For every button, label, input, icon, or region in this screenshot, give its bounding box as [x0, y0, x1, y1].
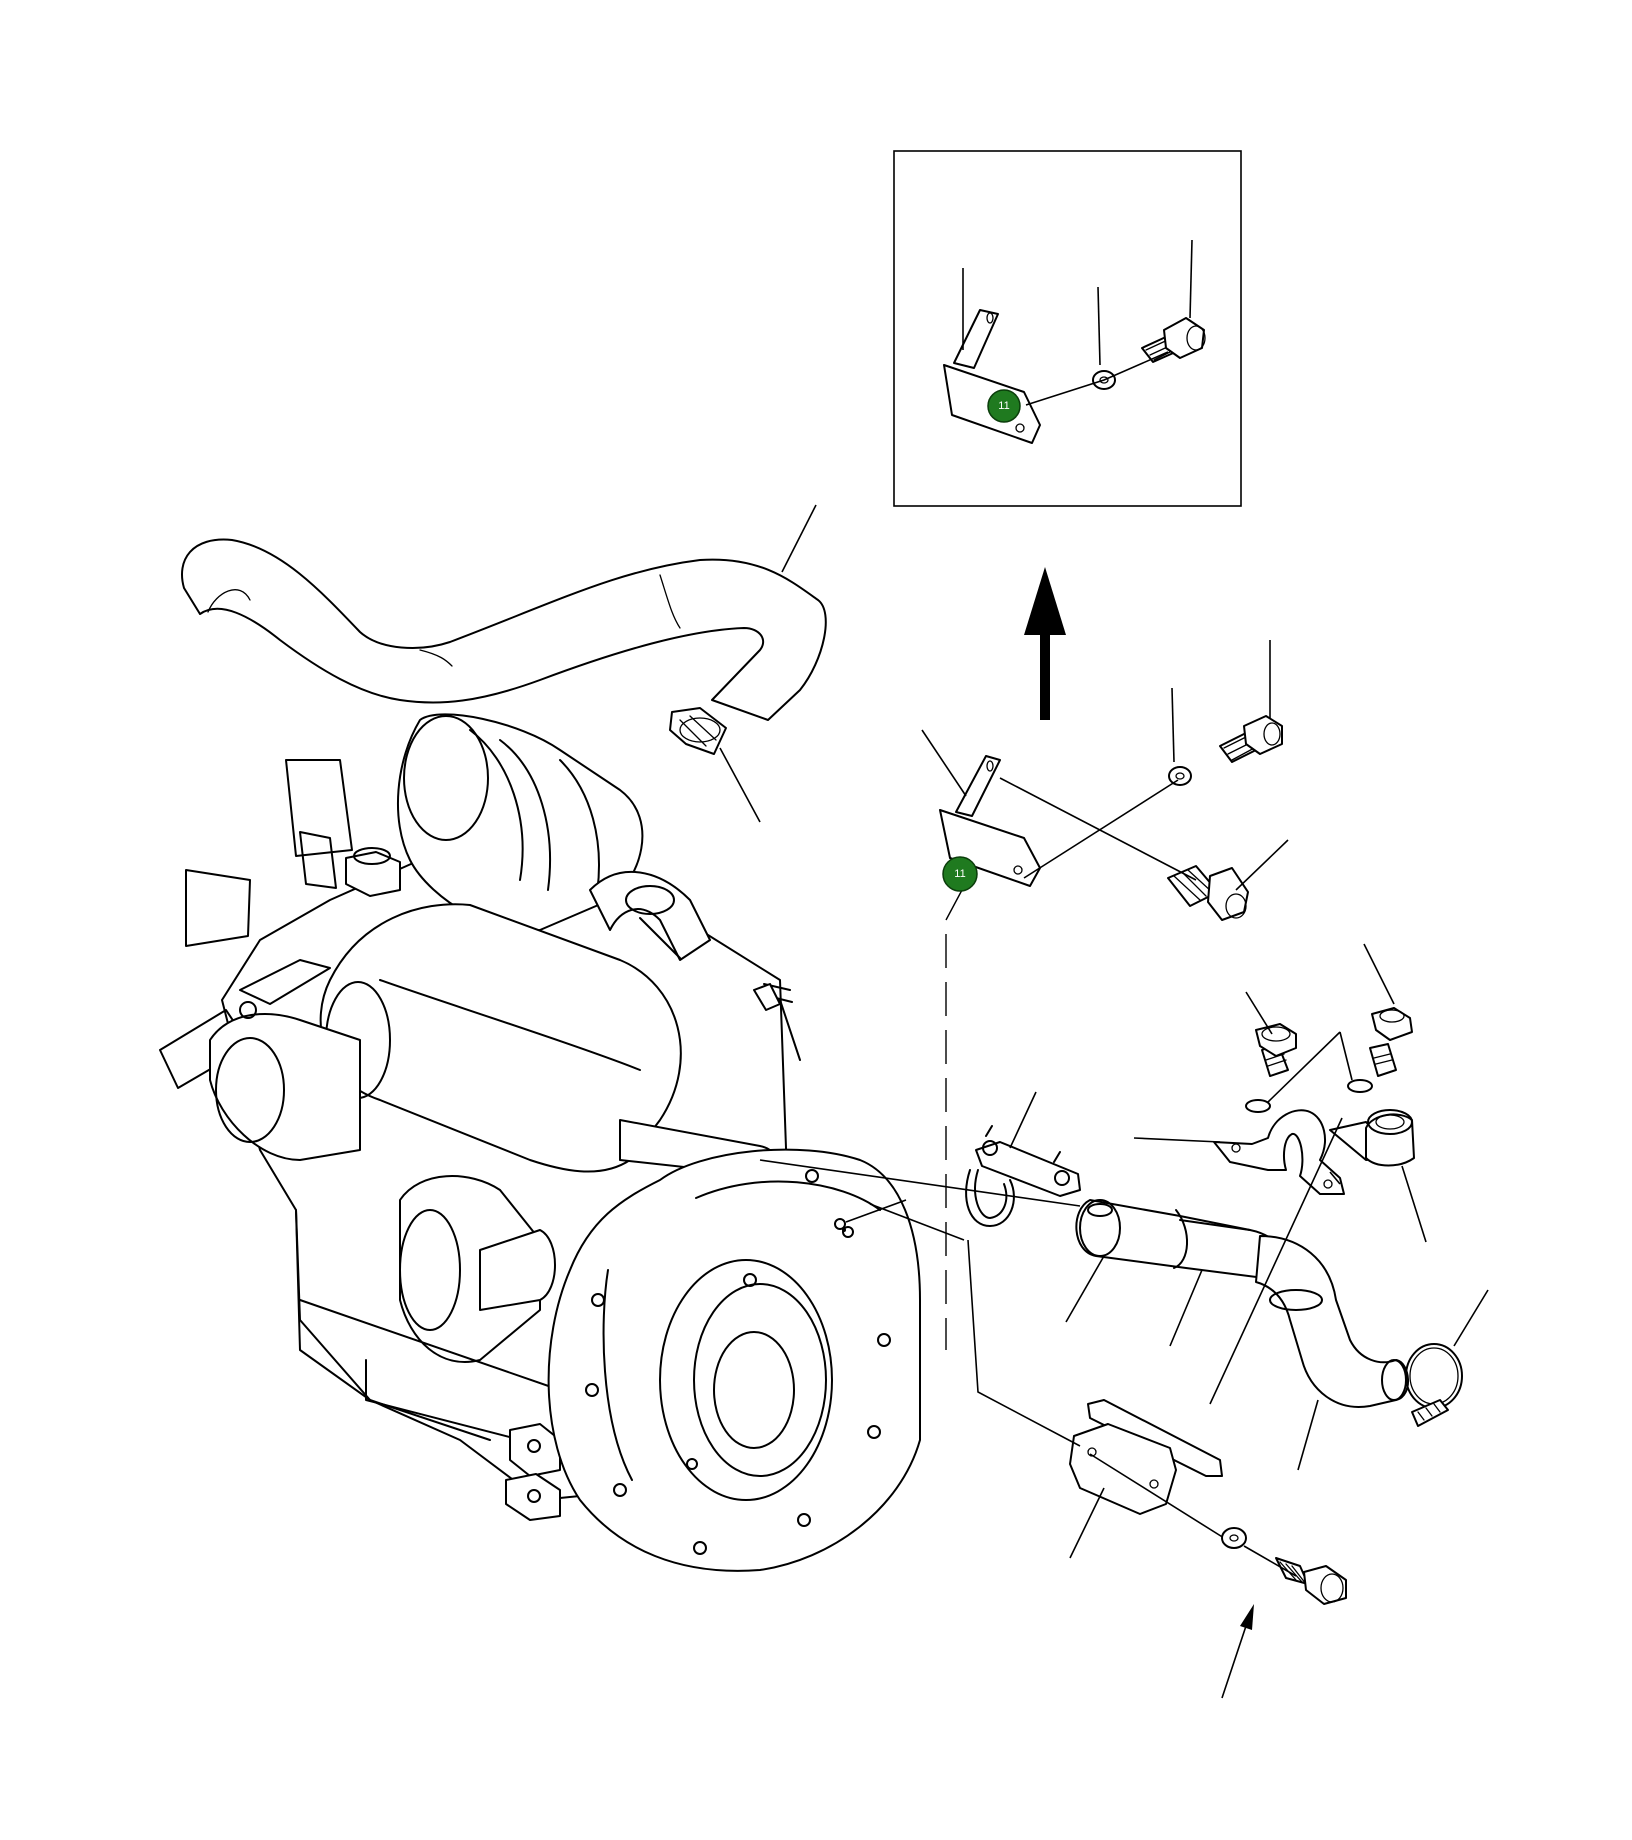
pipe-support-bracket — [1213, 1109, 1345, 1195]
callout-badge-main[interactable]: 11 — [942, 856, 978, 892]
bolt-support-right — [1369, 1007, 1413, 1077]
bolt-lower — [1275, 1557, 1347, 1605]
bolt-support-left — [1255, 1023, 1297, 1077]
callout-badge-inset[interactable]: 11 — [987, 389, 1021, 423]
exhaust-pipe — [1075, 1199, 1410, 1408]
upper-hose-clamp — [669, 707, 727, 755]
exhaust-clamp — [965, 1125, 1081, 1227]
inset-detail-box — [893, 150, 1242, 507]
washer-support-left — [1245, 1099, 1271, 1113]
engine-assembly — [159, 713, 801, 1521]
flywheel-housing — [547, 1148, 921, 1572]
callout-label: 11 — [954, 868, 965, 880]
lower-gasket — [1087, 1399, 1223, 1477]
cap-screw — [1167, 865, 1249, 921]
washer-upper — [1168, 766, 1192, 786]
hose-clamp-right — [1405, 1343, 1463, 1427]
sleeve-bracket — [1329, 1109, 1415, 1167]
direction-arrow-lower-icon — [1221, 1604, 1254, 1699]
mounting-bracket — [939, 755, 1041, 887]
washer-lower — [1221, 1527, 1247, 1549]
up-arrow-icon — [1024, 567, 1066, 720]
bolt-upper — [1219, 715, 1283, 763]
callout-circle — [987, 389, 1021, 423]
callout-circle — [942, 856, 978, 892]
washer-support-right — [1347, 1079, 1373, 1093]
inset-bolt — [1141, 317, 1206, 363]
callout-label: 11 — [998, 400, 1009, 412]
upper-hose — [181, 538, 827, 721]
